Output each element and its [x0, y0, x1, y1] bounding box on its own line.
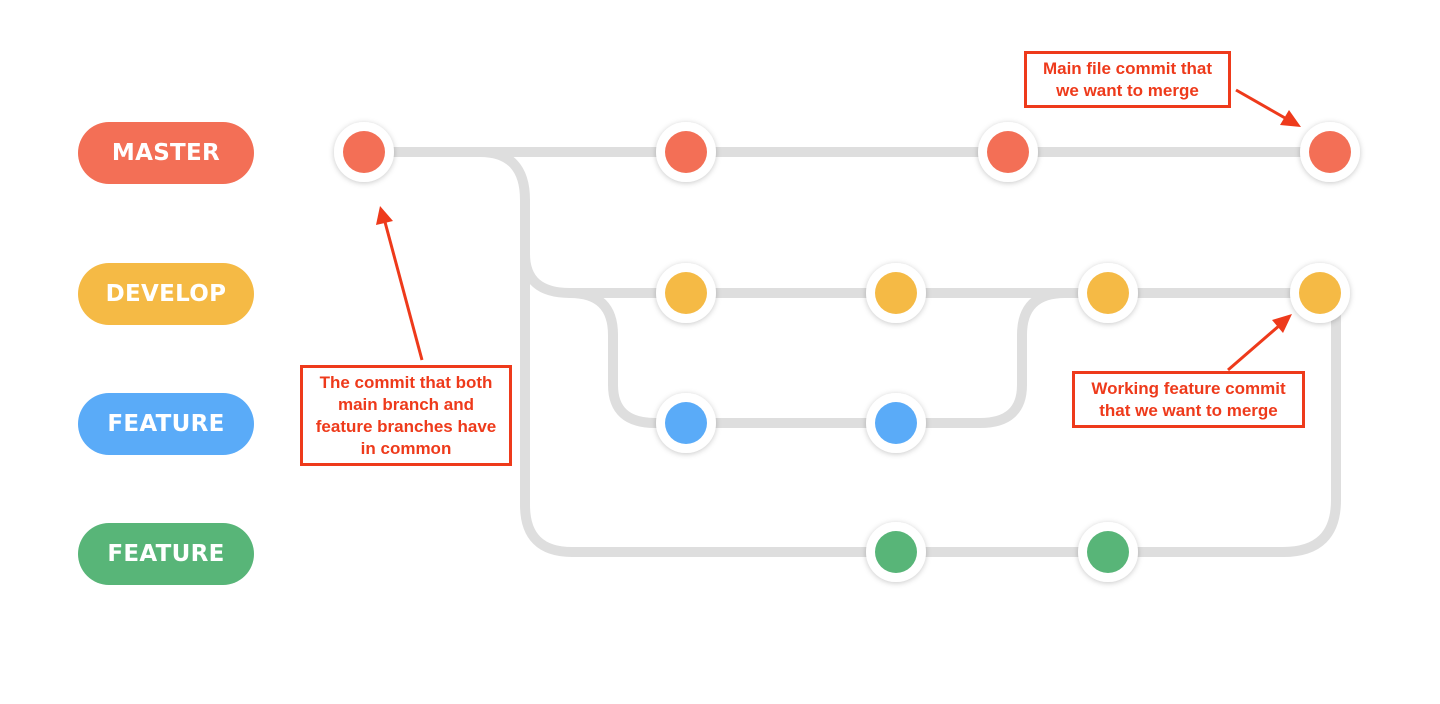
- commit-node-develop: [1078, 263, 1138, 323]
- commit-dot: [665, 402, 707, 444]
- commit-node-develop: [866, 263, 926, 323]
- branch-label-master: MASTER: [78, 122, 254, 184]
- commit-node-master: [978, 122, 1038, 182]
- branch-label-feature-green: FEATURE: [78, 523, 254, 585]
- arrow-feature-commit: [1227, 323, 1281, 372]
- annotation-common-commit: The commit that both main branch and fea…: [300, 365, 512, 466]
- annotation-line: main branch and: [337, 394, 475, 414]
- annotation-line: we want to merge: [1056, 80, 1199, 100]
- commit-dot: [875, 402, 917, 444]
- branch-tracks: [359, 147, 1341, 557]
- arrow-common-commit: [383, 221, 424, 361]
- commit-dot: [1087, 272, 1129, 314]
- branch-label-develop: DEVELOP: [78, 263, 254, 325]
- commit-node-feature-blue: [656, 393, 716, 453]
- arrow-feature-commit-head: [1272, 314, 1292, 333]
- commit-node-develop: [656, 263, 716, 323]
- arrow-main-commit: [1235, 88, 1286, 120]
- branch-label-text: FEATURE: [107, 541, 225, 567]
- commit-dot: [1087, 531, 1129, 573]
- branch-label-text: MASTER: [111, 140, 221, 166]
- arrow-main-commit-head: [1280, 110, 1301, 127]
- commit-node-develop: [1290, 263, 1350, 323]
- commit-node-feature-blue: [866, 393, 926, 453]
- annotation-line: Main file commit that: [1042, 58, 1213, 78]
- annotation-main-commit: Main file commit that we want to merge: [1024, 51, 1231, 108]
- branch-label-text: DEVELOP: [105, 281, 227, 307]
- commit-dot: [1309, 131, 1351, 173]
- annotation-line: The commit that both: [319, 372, 493, 392]
- track-develop: [475, 147, 1325, 298]
- commit-dot: [665, 272, 707, 314]
- commit-node-master: [656, 122, 716, 182]
- commit-node-feature-green: [1078, 522, 1138, 582]
- annotation-line: that we want to merge: [1099, 400, 1278, 420]
- annotation-line: Working feature commit: [1091, 378, 1286, 398]
- commit-dot: [343, 131, 385, 173]
- commit-dot: [987, 131, 1029, 173]
- annotation-line: feature branches have: [315, 416, 497, 436]
- commit-dot: [875, 272, 917, 314]
- annotation-feature-commit: Working feature commit that we want to m…: [1072, 371, 1305, 428]
- commit-dot: [875, 531, 917, 573]
- commit-node-master: [334, 122, 394, 182]
- branch-label-feature-blue: FEATURE: [78, 393, 254, 455]
- commit-node-master: [1300, 122, 1360, 182]
- arrow-common-commit-head: [376, 206, 393, 225]
- annotation-line: in common: [360, 438, 452, 458]
- track-feature-blue: [565, 288, 1070, 428]
- branch-label-text: FEATURE: [107, 411, 225, 437]
- commit-node-feature-green: [866, 522, 926, 582]
- commit-dot: [1299, 272, 1341, 314]
- annotation-arrows: [376, 88, 1301, 372]
- commit-nodes: [334, 122, 1360, 582]
- commit-dot: [665, 131, 707, 173]
